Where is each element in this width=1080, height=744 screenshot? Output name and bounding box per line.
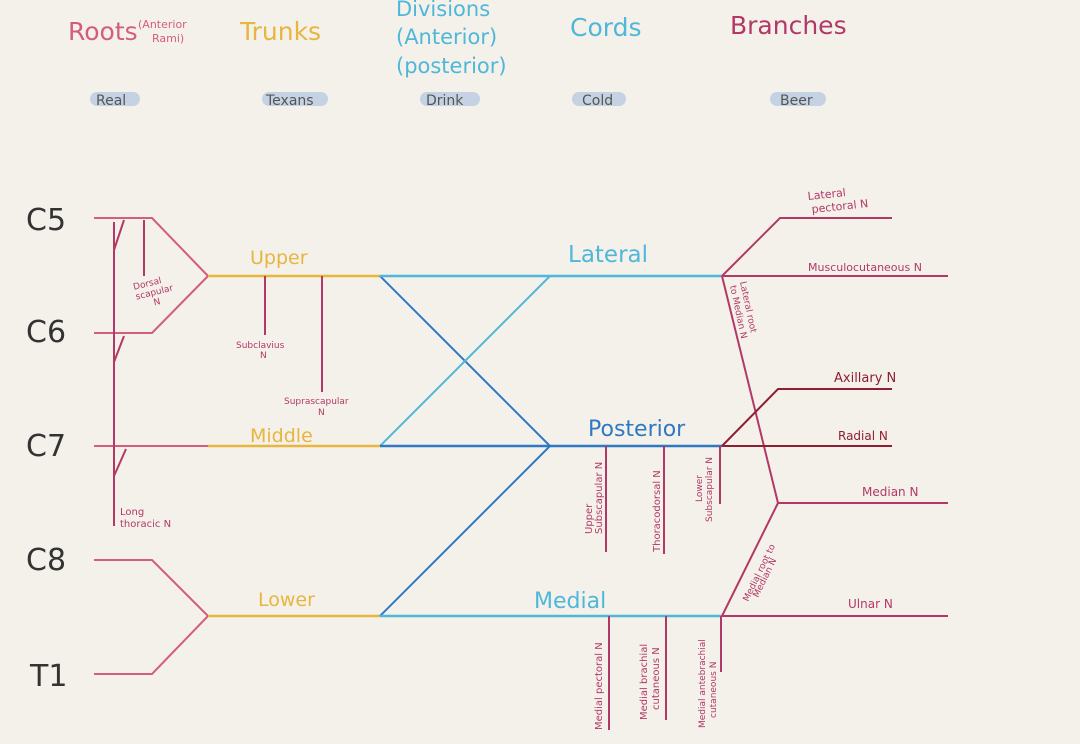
header-roots-note-top: (Anterior — [138, 18, 187, 31]
header-divisions-1: Divisions — [396, 0, 490, 21]
axillary-text: Axillary N — [834, 371, 896, 386]
root-c8-line — [94, 559, 209, 617]
root-nerves — [113, 219, 145, 526]
trunk-nerves — [264, 276, 323, 392]
c6-contribution — [113, 335, 125, 363]
thoracodorsal-text: Thoracodorsal N — [652, 470, 663, 553]
suprascapular-text-1: Suprascapular — [284, 397, 349, 407]
medial-cord-nerves — [608, 616, 722, 730]
long-thoracic-text-2: thoracic N — [120, 519, 171, 530]
medial-brachial-text-2: cutaneous N — [651, 647, 662, 710]
axillary-line — [721, 388, 892, 447]
upper-subscapular-text-1: Upper — [584, 503, 595, 534]
header-trunks: Trunks — [239, 17, 321, 46]
mnemonic-row: Real Texans Drink Cold Beer — [90, 92, 826, 109]
mnemonic-highlight-branches — [770, 92, 826, 106]
root-label-c6: C6 — [26, 315, 66, 350]
mnemonic-branches: Beer — [780, 93, 813, 109]
mnemonic-highlight-roots — [90, 92, 140, 106]
medial-brachial-text-1: Medial brachial — [639, 644, 650, 720]
musculocutaneous-text: Musculocutaneous N — [808, 261, 922, 274]
lateral-root-to-median-line — [721, 275, 779, 504]
lower-posterior-division — [379, 445, 551, 617]
column-headers: Roots (Anterior Rami) Trunks Divisions (… — [68, 0, 847, 78]
medial-cord-label: Medial — [534, 589, 606, 614]
lateral-pectoral-text-2: pectoral N — [811, 197, 869, 216]
root-label-c5: C5 — [26, 203, 66, 238]
ulnar-text: Ulnar N — [848, 597, 893, 611]
mnemonic-highlight-trunks — [262, 92, 328, 106]
roots-lines — [94, 217, 209, 675]
trunks-lines — [208, 274, 380, 618]
header-cords: Cords — [570, 13, 641, 42]
subclavius-text-1: Subclavius — [236, 341, 285, 351]
median-text: Median N — [862, 485, 918, 499]
lower-trunk-label: Lower — [258, 589, 315, 611]
upper-trunk-label: Upper — [250, 247, 308, 269]
middle-trunk-label: Middle — [250, 425, 313, 447]
long-thoracic-text-1: Long — [120, 507, 144, 518]
root-t1-line — [94, 615, 209, 675]
root-label-t1: T1 — [29, 659, 67, 694]
lower-subscapular-text-1: Lower — [695, 475, 705, 502]
header-divisions-3: (posterior) — [396, 54, 507, 78]
header-roots: Roots — [68, 17, 138, 46]
long-thoracic-label: Long thoracic N — [120, 507, 171, 530]
medial-pectoral-text: Medial pectoral N — [594, 642, 605, 730]
lateral-cord-label: Lateral — [568, 242, 648, 268]
c7-contribution — [113, 448, 127, 477]
mnemonic-cords: Cold — [582, 93, 613, 109]
lower-subscapular-text-2: Subscapular N — [705, 457, 715, 522]
middle-anterior-division — [379, 275, 551, 447]
mnemonic-trunks: Texans — [265, 93, 314, 109]
header-roots-note-bottom: Rami) — [152, 32, 184, 45]
lateral-pectoral-text-1: Lateral — [807, 186, 846, 203]
root-c5-line — [94, 217, 209, 277]
suprascapular-text-2: N — [318, 408, 325, 418]
posterior-cord-label: Posterior — [588, 417, 686, 442]
radial-text: Radial N — [838, 429, 888, 443]
root-label-c8: C8 — [26, 543, 66, 578]
posterior-cord-nerves — [605, 446, 721, 554]
upper-subscapular-text-2: Subscapular N — [594, 462, 605, 534]
root-labels: C5 C6 C7 C8 T1 — [26, 203, 67, 694]
header-divisions-2: (Anterior) — [396, 25, 497, 49]
divisions-lines — [379, 275, 551, 617]
medial-antebrachial-text-2: cutaneous N — [709, 662, 719, 718]
dorsal-scapular-label: Dorsal scapular N — [132, 276, 174, 308]
medial-root-to-median-line — [721, 502, 779, 617]
terminal-branches — [721, 217, 948, 617]
lateral-pectoral-line — [721, 217, 892, 277]
mnemonic-roots: Real — [96, 93, 126, 109]
root-label-c7: C7 — [26, 429, 66, 464]
mnemonic-highlight-cords — [572, 92, 626, 106]
subclavius-text-2: N — [260, 351, 267, 361]
c5-contribution — [113, 219, 125, 251]
header-branches: Branches — [730, 11, 847, 40]
mnemonic-highlight-divisions — [420, 92, 480, 106]
mnemonic-divisions: Drink — [426, 93, 464, 109]
medial-antebrachial-text-1: Medial antebrachial — [698, 639, 708, 728]
dorsal-scapular-text-3: N — [153, 297, 162, 308]
